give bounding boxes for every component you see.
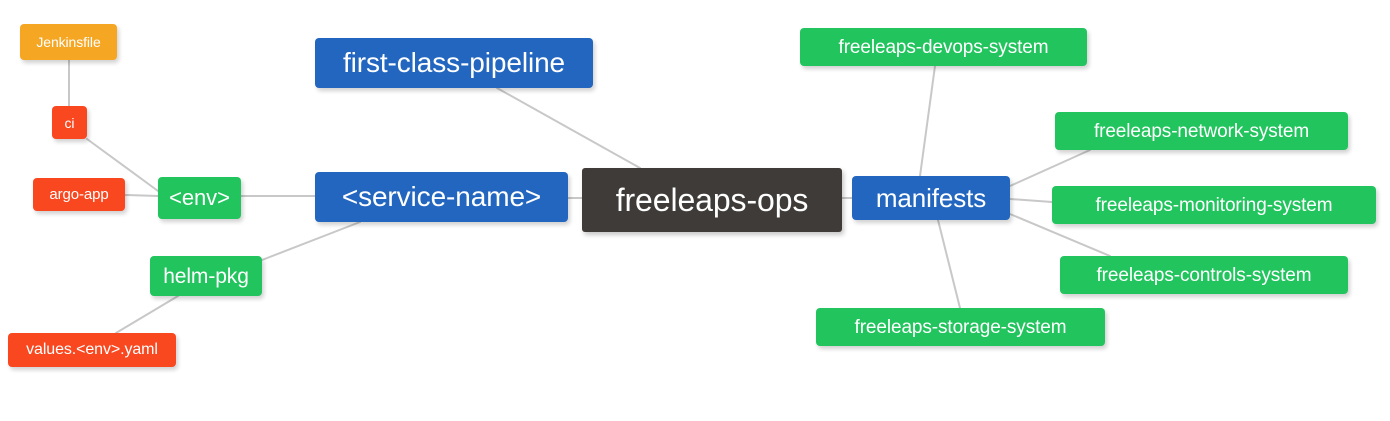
node-label-service-name: <service-name> — [341, 181, 542, 212]
edge-manifests-to-freeleaps-network-system — [1009, 149, 1091, 187]
node-label-env: <env> — [169, 185, 230, 210]
edge-manifests-to-freeleaps-storage-system — [937, 219, 961, 309]
node-label-values-yaml: values.<env>.yaml — [26, 341, 158, 358]
edge-manifests-to-freeleaps-devops-system — [919, 65, 936, 177]
node-manifests[interactable]: manifests — [852, 176, 1010, 220]
node-freeleaps-devops-system[interactable]: freeleaps-devops-system — [800, 28, 1087, 66]
node-freeleaps-network-system[interactable]: freeleaps-network-system — [1055, 112, 1348, 150]
node-label-freeleaps-monitoring-system: freeleaps-monitoring-system — [1095, 194, 1333, 216]
node-label-manifests: manifests — [875, 183, 987, 213]
edge-first-class-pipeline-to-freeleaps-ops — [496, 87, 641, 169]
node-ci[interactable]: ci — [52, 106, 87, 139]
node-label-freeleaps-network-system: freeleaps-network-system — [1093, 120, 1310, 142]
node-label-first-class-pipeline: first-class-pipeline — [342, 47, 566, 78]
node-label-argo-app: argo-app — [49, 186, 109, 203]
node-jenkinsfile[interactable]: Jenkinsfile — [20, 24, 117, 60]
node-label-ci: ci — [64, 114, 75, 131]
node-freeleaps-ops[interactable]: freeleaps-ops — [582, 168, 842, 232]
edge-argo-app-to-env — [124, 194, 159, 197]
node-label-freeleaps-storage-system: freeleaps-storage-system — [854, 316, 1067, 338]
node-label-freeleaps-devops-system: freeleaps-devops-system — [838, 36, 1049, 58]
edge-service-name-to-helm-pkg — [261, 221, 361, 261]
edge-helm-pkg-to-values-yaml — [115, 295, 179, 334]
node-values-yaml[interactable]: values.<env>.yaml — [8, 333, 176, 367]
node-label-freeleaps-ops: freeleaps-ops — [615, 182, 809, 218]
node-first-class-pipeline[interactable]: first-class-pipeline — [315, 38, 593, 88]
node-env[interactable]: <env> — [158, 177, 241, 219]
node-label-jenkinsfile: Jenkinsfile — [36, 34, 101, 50]
edge-manifests-to-freeleaps-monitoring-system — [1009, 198, 1053, 203]
node-label-freeleaps-controls-system: freeleaps-controls-system — [1096, 264, 1312, 286]
node-helm-pkg[interactable]: helm-pkg — [150, 256, 262, 296]
node-freeleaps-monitoring-system[interactable]: freeleaps-monitoring-system — [1052, 186, 1376, 224]
node-freeleaps-controls-system[interactable]: freeleaps-controls-system — [1060, 256, 1348, 294]
node-argo-app[interactable]: argo-app — [33, 178, 125, 211]
node-label-helm-pkg: helm-pkg — [163, 264, 249, 288]
node-freeleaps-storage-system[interactable]: freeleaps-storage-system — [816, 308, 1105, 346]
node-service-name[interactable]: <service-name> — [315, 172, 568, 222]
